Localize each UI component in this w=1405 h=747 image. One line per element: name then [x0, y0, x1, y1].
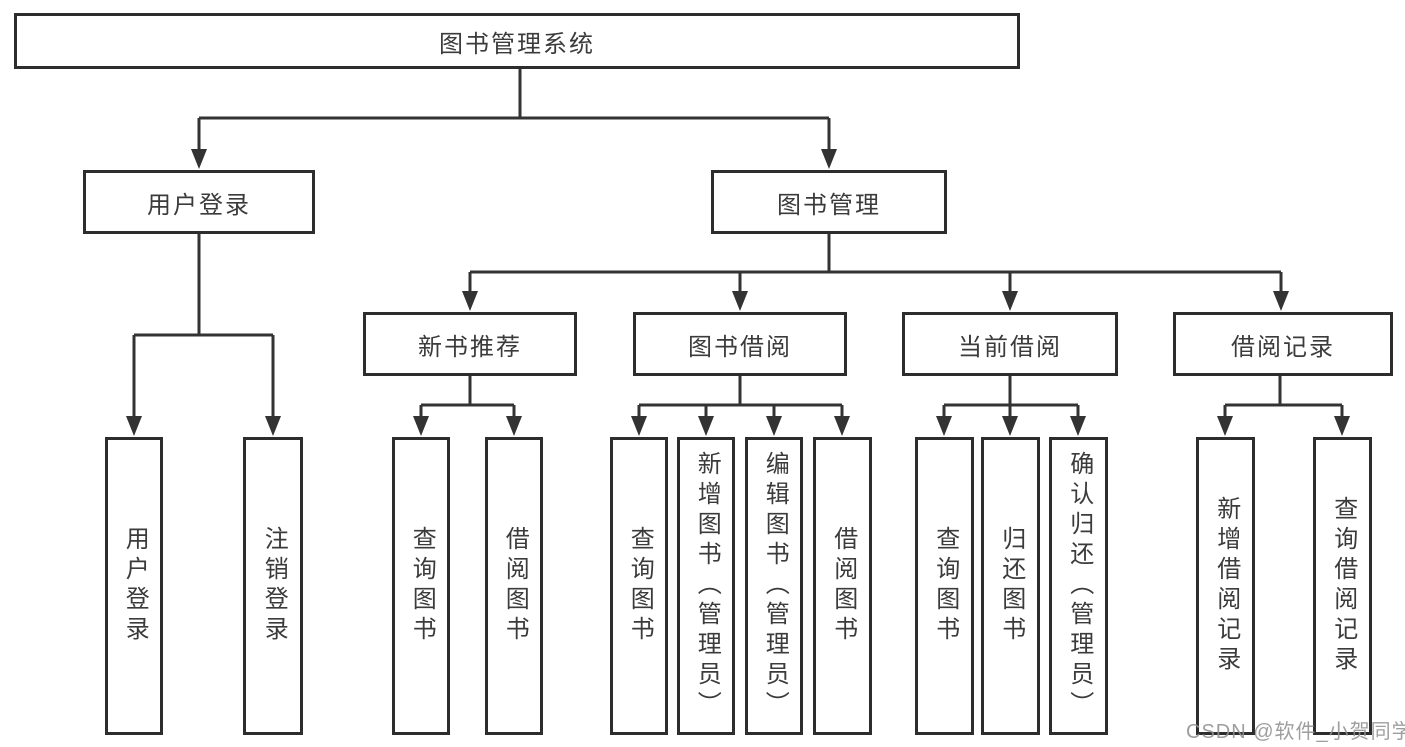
edge-new-book-rec-to-leaves — [419, 376, 516, 417]
leaf-add-books-admin-label: 新增图书（管理员） — [693, 451, 721, 721]
node-book-management: 图书管理 — [711, 170, 947, 234]
leaf-add-books-admin: 新增图书（管理员） — [677, 437, 735, 735]
node-current-borrow-label: 当前借阅 — [958, 333, 1062, 361]
leaf-user-login: 用户登录 — [105, 437, 163, 735]
edge-borrow-records-to-leaves — [1223, 376, 1344, 417]
leaf-borrow-books-1-label: 借阅图书 — [501, 526, 529, 646]
node-book-borrow: 图书借阅 — [633, 312, 847, 376]
node-book-borrow-label: 图书借阅 — [688, 333, 792, 361]
leaf-query-borrow-record: 查询借阅记录 — [1313, 437, 1372, 735]
csdn-watermark: CSDN @软件_小贺同学 — [1186, 721, 1405, 743]
leaf-return-books: 归还图书 — [981, 437, 1040, 735]
node-borrow-records-label: 借阅记录 — [1231, 333, 1335, 361]
leaf-edit-books-admin: 编辑图书（管理员） — [745, 437, 803, 735]
edge-user-login-to-leaves — [132, 234, 275, 417]
node-borrow-records: 借阅记录 — [1173, 312, 1393, 376]
leaf-query-books-2-label: 查询图书 — [626, 526, 654, 646]
edge-root-to-level2 — [197, 69, 831, 150]
leaf-return-books-label: 归还图书 — [997, 526, 1025, 646]
leaf-borrow-books-2-label: 借阅图书 — [829, 526, 857, 646]
edge-current-borrow-to-leaves — [942, 376, 1080, 417]
leaf-query-borrow-record-label: 查询借阅记录 — [1329, 496, 1357, 676]
leaf-confirm-return-admin-label: 确认归还（管理员） — [1065, 451, 1093, 721]
leaf-query-books-1-label: 查询图书 — [408, 526, 436, 646]
node-user-login-label: 用户登录 — [147, 191, 251, 219]
leaf-query-books-2: 查询图书 — [610, 437, 668, 735]
node-current-borrow: 当前借阅 — [902, 312, 1118, 376]
leaf-query-books-1: 查询图书 — [392, 437, 450, 735]
leaf-logout: 注销登录 — [243, 437, 303, 735]
leaf-borrow-books-2: 借阅图书 — [813, 437, 872, 735]
arrowheads — [126, 149, 1350, 436]
leaf-query-books-3: 查询图书 — [915, 437, 974, 735]
leaf-add-borrow-record-label: 新增借阅记录 — [1212, 496, 1240, 676]
leaf-query-books-3-label: 查询图书 — [931, 526, 959, 646]
node-user-login: 用户登录 — [83, 170, 315, 234]
edge-book-borrow-to-leaves — [637, 376, 844, 417]
edge-book-mgmt-to-level3 — [468, 234, 1283, 292]
node-new-book-recommend: 新书推荐 — [363, 312, 577, 376]
leaf-add-borrow-record: 新增借阅记录 — [1196, 437, 1255, 735]
leaf-edit-books-admin-label: 编辑图书（管理员） — [761, 451, 789, 721]
node-book-management-label: 图书管理 — [777, 191, 881, 219]
node-root-label: 图书管理系统 — [439, 30, 595, 58]
leaf-user-login-label: 用户登录 — [121, 526, 149, 646]
node-new-book-recommend-label: 新书推荐 — [418, 333, 522, 361]
node-root-system: 图书管理系统 — [14, 13, 1020, 69]
leaf-confirm-return-admin: 确认归还（管理员） — [1049, 437, 1108, 735]
leaf-logout-label: 注销登录 — [260, 526, 288, 646]
leaf-borrow-books-1: 借阅图书 — [485, 437, 543, 735]
